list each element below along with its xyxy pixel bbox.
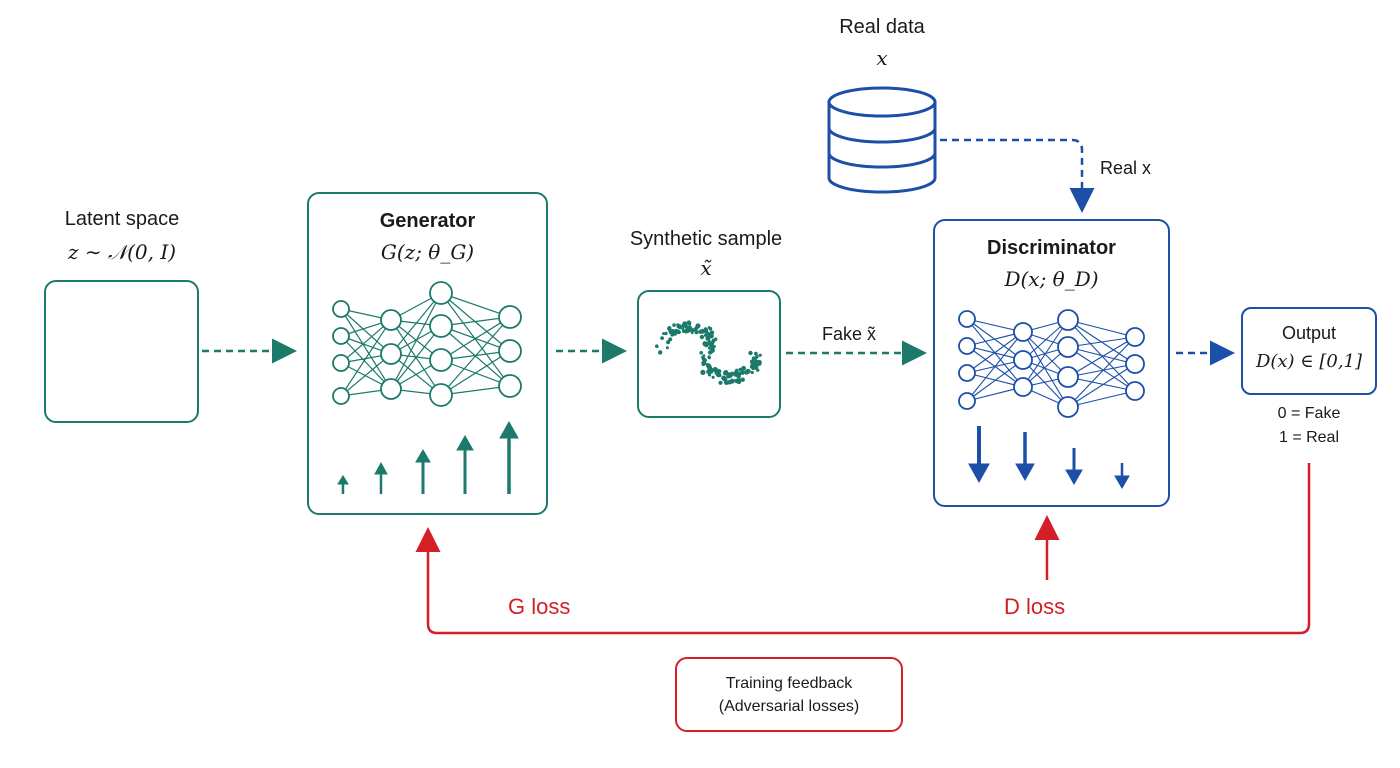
- neuron: [380, 309, 402, 331]
- discriminator-box: Discriminator D(x; θ_D): [933, 219, 1170, 507]
- neuron: [429, 348, 453, 372]
- generator-network: [332, 281, 522, 407]
- output-real-label: 1 = Real: [1278, 429, 1340, 446]
- neuron: [429, 383, 453, 407]
- neuron: [1057, 366, 1079, 388]
- neuron: [1125, 354, 1145, 374]
- generator-formula: G(z; θ_G): [380, 240, 475, 264]
- neuron: [429, 314, 453, 338]
- synthetic-symbol: x̃: [700, 256, 712, 280]
- neuron: [1013, 322, 1033, 342]
- real-x-arrow: [940, 138, 1095, 213]
- neuron: [429, 281, 453, 305]
- synthetic-sample-box: [637, 290, 781, 418]
- discriminator-formula: D(x; θ_D): [1004, 267, 1099, 291]
- neuron: [380, 343, 402, 365]
- neuron: [498, 305, 522, 329]
- output-formula: D(x) ∈ [0,1]: [1255, 351, 1363, 372]
- latent-formula: z ∼ 𝒩(0, I): [67, 240, 177, 264]
- feedback-loop-line: [415, 463, 1311, 635]
- neuron: [958, 310, 976, 328]
- real-data-title: Real data: [839, 16, 925, 38]
- output-title: Output: [1281, 323, 1337, 343]
- neuron: [1057, 309, 1079, 331]
- output-box: Output D(x) ∈ [0,1]: [1241, 307, 1377, 395]
- discriminator-title: Discriminator: [987, 237, 1116, 259]
- neuron: [1013, 377, 1033, 397]
- feedback-line1: Training feedback: [725, 675, 853, 692]
- neuron: [332, 354, 350, 372]
- training-feedback-box: Training feedback (Adversarial losses): [675, 657, 903, 732]
- generator-title: Generator: [379, 210, 476, 232]
- synthetic-scatter: [655, 320, 762, 385]
- neuron: [1125, 381, 1145, 401]
- real-x-label: Real x: [1100, 158, 1152, 178]
- database-icon: [827, 86, 937, 194]
- latent-title: Latent space: [64, 208, 180, 230]
- neuron: [1057, 336, 1079, 358]
- neuron: [498, 339, 522, 363]
- neuron: [332, 387, 350, 405]
- generator-gradient-arrows: [337, 420, 519, 494]
- fake-label: Fake x̃: [822, 324, 877, 344]
- neuron: [1013, 350, 1033, 370]
- neuron: [958, 337, 976, 355]
- d-loss-label: D loss: [1004, 594, 1066, 619]
- discriminator-network: [958, 309, 1145, 418]
- output-fake-label: 0 = Fake: [1277, 405, 1341, 422]
- feedback-line2: (Adversarial losses): [718, 698, 860, 715]
- neuron: [380, 378, 402, 400]
- g-loss-label: G loss: [508, 594, 571, 619]
- neuron: [498, 374, 522, 398]
- neuron: [1057, 396, 1079, 418]
- synthetic-title: Synthetic sample: [629, 228, 783, 250]
- generator-box: Generator G(z; θ_G): [307, 192, 548, 515]
- neuron: [332, 327, 350, 345]
- neuron: [1125, 327, 1145, 347]
- real-data-symbol: x: [876, 46, 888, 70]
- neuron: [958, 364, 976, 382]
- discriminator-gradient-arrows: [968, 426, 1130, 489]
- neuron: [958, 392, 976, 410]
- latent-space-box: [44, 280, 199, 423]
- neuron: [332, 300, 350, 318]
